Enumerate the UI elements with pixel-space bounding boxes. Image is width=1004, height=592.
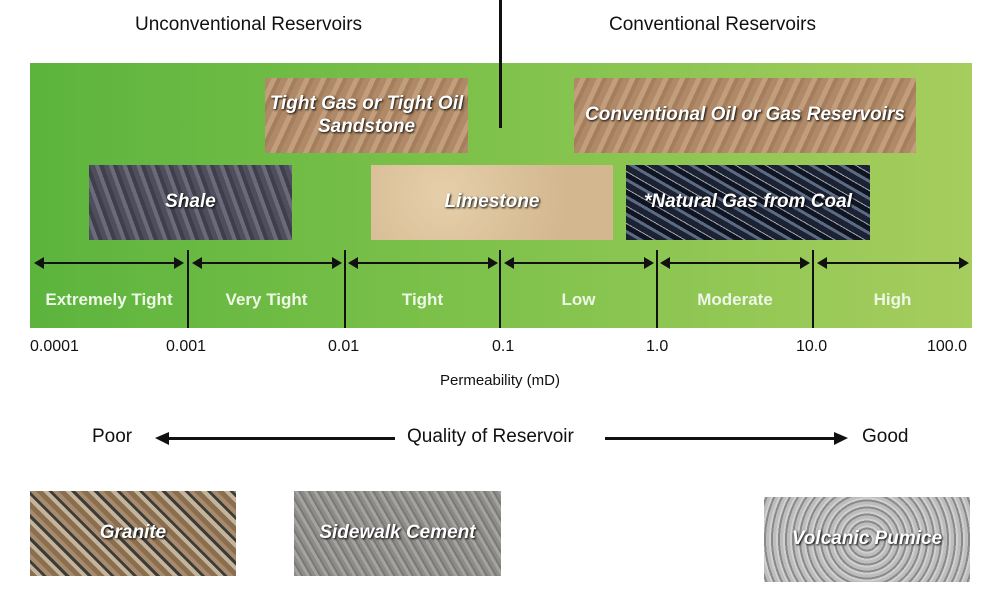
example-pumice: Volcanic Pumice [764,497,970,582]
poor-label: Poor [92,426,133,447]
tick-label: 0.001 [166,338,207,355]
class-divider [187,250,189,328]
range-arrow [660,257,810,269]
tick-label: 1.0 [646,338,669,355]
arrow-left [165,437,395,440]
tick-label: 100.0 [927,338,968,355]
range-arrow [34,257,184,269]
range-arrow [348,257,498,269]
rock-limestone: Limestone [371,165,613,240]
class-divider [656,250,658,328]
rock-coal: *Natural Gas from Coal [626,165,870,240]
class-label: Low [561,290,596,309]
range-arrow [817,257,969,269]
arrow-right [605,437,837,440]
range-arrow [504,257,654,269]
class-label: Tight [401,290,444,309]
class-label: Very Tight [225,290,308,309]
class-divider [812,250,814,328]
conventional-header: Conventional Reservoirs [609,14,816,35]
divider-line [499,0,502,128]
arrow-left-head [155,432,169,445]
class-divider [344,250,346,328]
quality-label: Quality of Reservoir [407,426,574,447]
example-cement: Sidewalk Cement [294,491,501,576]
tick-label: 0.1 [492,338,515,355]
rock-tight-sandstone: Tight Gas or Tight Oil Sandstone [265,78,468,153]
class-divider [499,250,501,328]
arrow-right-head [834,432,848,445]
unconventional-header: Unconventional Reservoirs [135,14,363,35]
class-label: Extremely Tight [45,290,173,309]
example-granite: Granite [30,491,236,576]
tick-label: 10.0 [796,338,828,355]
rock-shale: Shale [89,165,292,240]
tick-label: 0.01 [328,338,360,355]
class-label: High [873,290,912,309]
axis-label: Permeability (mD) [439,372,560,389]
rock-conventional: Conventional Oil or Gas Reservoirs [574,78,916,153]
range-arrow [192,257,342,269]
tick-label: 0.0001 [30,338,79,355]
good-label: Good [862,426,909,447]
class-label: Moderate [697,290,773,309]
